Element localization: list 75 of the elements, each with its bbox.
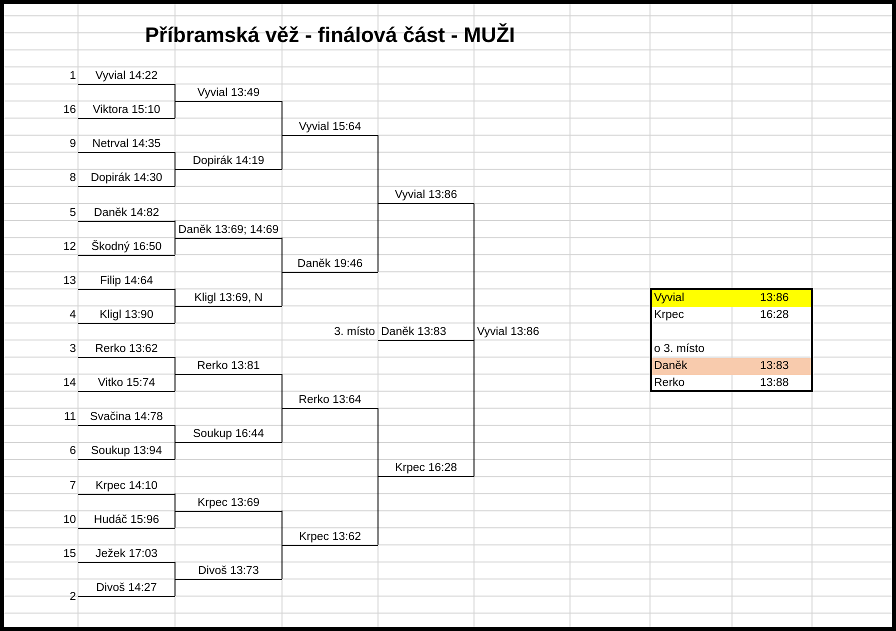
bracket-line xyxy=(174,442,176,460)
bracket-entry: Vyvial 13:86 xyxy=(378,187,474,204)
seed-number: 16 xyxy=(62,103,76,118)
bracket-line xyxy=(174,578,176,596)
finish-time: 13:88 xyxy=(760,376,789,391)
seed-number: 3 xyxy=(68,342,76,358)
seed-number: 8 xyxy=(68,171,76,186)
bracket-entry: Krpec 13:69 xyxy=(175,494,282,512)
bracket-entry: Rerko 13:62 xyxy=(78,341,175,358)
bracket-entry: Soukup 16:44 xyxy=(175,426,282,444)
bracket-line xyxy=(174,374,176,392)
seed-number: 2 xyxy=(68,590,76,605)
bracket-line xyxy=(174,493,176,512)
seed-number: 12 xyxy=(62,240,76,255)
title: Příbramská věž - finálová část - MUŽI xyxy=(144,24,516,48)
bracket-entry: Divoš 13:73 xyxy=(175,562,282,580)
seed-number: 9 xyxy=(68,137,76,152)
bracket-entry: Kligl 13:69, N xyxy=(175,290,282,307)
bracket-entry: Vyvial 14:22 xyxy=(78,68,175,85)
seed-number: 11 xyxy=(63,410,76,426)
bracket-entry: Krpec 16:28 xyxy=(378,460,474,478)
bracket-entry: Rerko 13:81 xyxy=(175,358,282,376)
seed-number: 7 xyxy=(68,478,76,494)
bracket-entry: Netrval 14:35 xyxy=(78,136,175,154)
seed-number: 15 xyxy=(62,546,76,562)
bracket-entry: Daněk 14:82 xyxy=(78,204,175,222)
bracket-entry: Dopirák 14:30 xyxy=(78,170,175,188)
seed-number: 4 xyxy=(68,308,76,323)
bracket-line xyxy=(174,305,176,324)
bracket-entry: Rerko 13:64 xyxy=(282,392,378,410)
bracket-entry: Vyvial 15:64 xyxy=(282,119,378,136)
seed-number: 6 xyxy=(68,444,76,460)
finish-time: 13:83 xyxy=(760,359,789,374)
bracket-line xyxy=(174,237,176,256)
bracket-line xyxy=(174,356,176,375)
placement-label: 3. místo xyxy=(333,325,375,340)
bracket-entry: Divoš 14:27 xyxy=(78,580,175,597)
bracket-entry: Viktora 15:10 xyxy=(78,102,175,120)
player-name: Krpec xyxy=(654,308,684,323)
bracket-entry: Daněk 13:69; 14:69 xyxy=(175,222,282,239)
player-name: Vyvial xyxy=(654,291,684,306)
bracket-line xyxy=(174,168,176,187)
bracket-line xyxy=(174,424,176,443)
section-heading: o 3. místo xyxy=(654,342,704,357)
bracket-entry: Vyvial 13:86 xyxy=(474,324,570,341)
bracket-line xyxy=(174,510,176,528)
seed-number: 5 xyxy=(68,206,76,221)
seed-number: 10 xyxy=(62,512,76,528)
bracket-entry: Krpec 13:62 xyxy=(282,528,378,546)
bracket-entry: Krpec 14:10 xyxy=(78,478,175,495)
bracket-line xyxy=(174,220,176,238)
bracket-entry: Vitko 15:74 xyxy=(78,375,175,392)
bracket-line xyxy=(174,152,176,170)
bracket-entry: Škodný 16:50 xyxy=(78,238,175,256)
bracket-entry: Vyvial 13:49 xyxy=(175,85,282,102)
bracket-line xyxy=(174,100,176,119)
bracket-entry: Daněk 13:83 xyxy=(378,324,474,341)
player-name: Daněk xyxy=(654,359,688,374)
bracket-line xyxy=(174,288,176,306)
seed-number: 1 xyxy=(68,69,76,84)
bracket-entry: Daněk 19:46 xyxy=(282,256,378,273)
bracket-entry: Dopirák 14:19 xyxy=(175,153,282,170)
bracket-entry: Soukup 13:94 xyxy=(78,443,175,460)
bracket-entry: Ježek 17:03 xyxy=(78,546,175,563)
bracket-entry: Filip 14:64 xyxy=(78,272,175,290)
seed-number: 14 xyxy=(62,376,76,392)
player-name: Rerko xyxy=(654,376,685,391)
bracket-entry: Hudáč 15:96 xyxy=(78,512,175,529)
bracket-entry: Svačina 14:78 xyxy=(78,409,175,426)
bracket-entry: Kligl 13:90 xyxy=(78,306,175,324)
finish-time: 16:28 xyxy=(760,308,789,323)
bracket-line xyxy=(174,561,176,580)
finish-time: 13:86 xyxy=(760,291,789,306)
bracket-line xyxy=(174,84,176,102)
seed-number: 13 xyxy=(62,274,76,289)
